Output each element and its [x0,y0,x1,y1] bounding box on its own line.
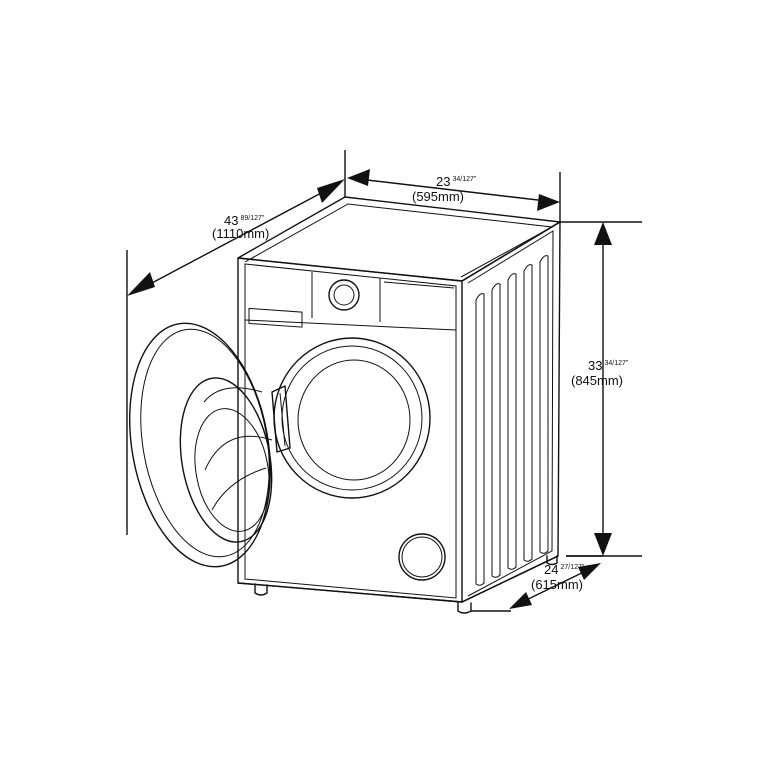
control-panel-divider [244,319,457,331]
side-ribs [475,255,549,586]
machine-top-inner-edge [244,203,554,278]
filter-cap-inner [401,536,443,578]
display-panel [383,281,455,289]
depth-metric: (615mm) [531,577,583,592]
door-hinge [271,385,291,453]
machine-front-inner [244,263,457,599]
rear-foot [546,555,558,566]
machine-base [237,555,559,603]
height-metric: (845mm) [571,373,623,388]
program-knob-inner [333,284,355,306]
program-knob [328,279,360,311]
machine-side-face [461,221,561,603]
width-metric: (595mm) [412,189,464,204]
washing-machine [237,196,561,614]
machine-side-inner [467,230,554,597]
dimension-height [560,221,642,557]
depth-door-open-metric: (1110mm) [212,226,269,241]
front-foot-left [254,583,268,596]
filter-cap [398,533,446,581]
dimension-depth [471,555,603,612]
dimension-depth-door-open [126,150,346,535]
detergent-drawer [248,307,303,328]
control-panel [244,272,457,331]
open-door [129,322,273,568]
front-foot-right [457,602,472,614]
drum-opening [273,337,431,499]
dimension-width [347,169,561,222]
